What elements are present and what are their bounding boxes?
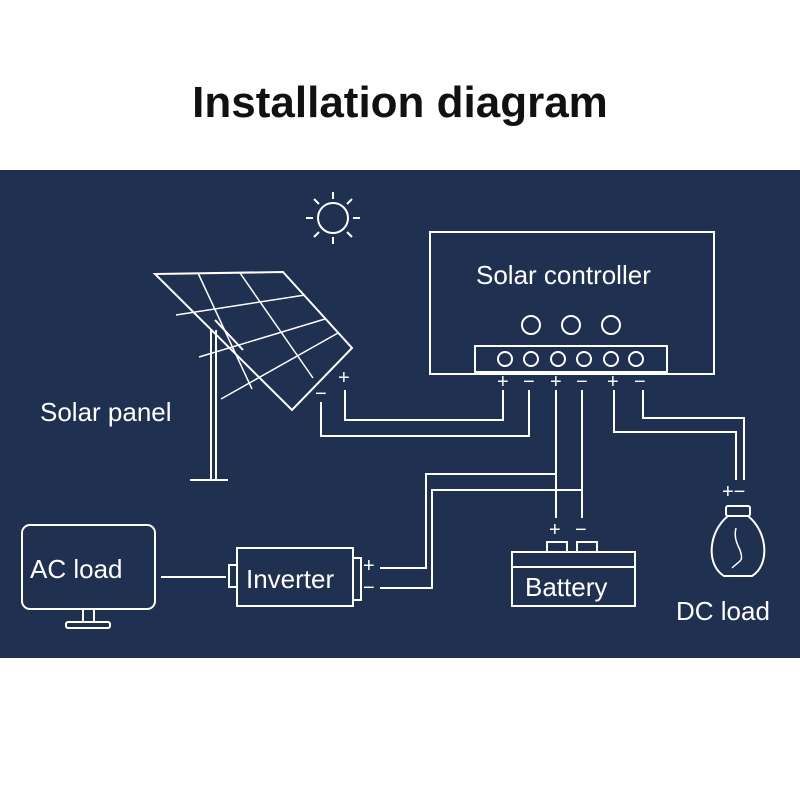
bulb-icon <box>710 505 766 577</box>
controller-bat-plus: + <box>550 371 562 393</box>
panel-plus: + <box>338 367 350 389</box>
inverter-plus: + <box>363 555 375 577</box>
wires <box>161 390 745 589</box>
inverter-label: Inverter <box>246 564 335 594</box>
ac-load-label: AC load <box>30 554 123 584</box>
controller-load-minus: − <box>634 371 646 393</box>
controller-pv-plus: + <box>497 371 509 393</box>
controller-load-plus: + <box>607 371 619 393</box>
solar-panel-icon <box>152 270 354 481</box>
panel-minus: − <box>315 383 327 405</box>
battery-minus: − <box>575 519 587 541</box>
dc-load-label: DC load <box>676 596 770 626</box>
solar-controller-box <box>429 231 715 375</box>
battery-plus: + <box>549 519 561 541</box>
diagram-panel: Solar controller Solar panel AC load Inv… <box>0 170 800 658</box>
battery-icon <box>511 541 636 607</box>
inverter-icon <box>228 547 362 607</box>
monitor-icon <box>21 524 156 629</box>
solar-controller-label: Solar controller <box>476 260 651 290</box>
controller-bat-minus: − <box>576 371 588 393</box>
battery-label: Battery <box>525 572 608 602</box>
sun-icon <box>306 192 360 244</box>
wiring-diagram <box>21 192 766 629</box>
page-title: Installation diagram <box>192 78 608 127</box>
solar-panel-label: Solar panel <box>40 397 172 427</box>
controller-pv-minus: − <box>523 371 535 393</box>
dc-load-terminals: +− <box>722 481 746 503</box>
inverter-minus: − <box>363 577 375 599</box>
